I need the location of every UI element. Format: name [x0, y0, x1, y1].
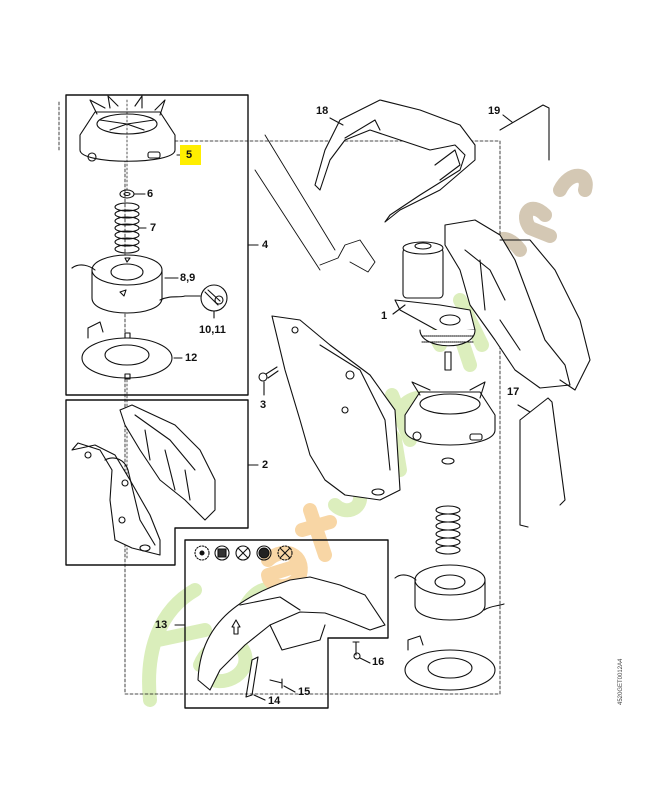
label-part-16[interactable]: 16 — [372, 656, 385, 668]
screw-part-3[interactable] — [258, 366, 279, 396]
highlight-part-5 — [180, 145, 201, 165]
label-part-18[interactable]: 18 — [316, 105, 329, 117]
safety-glasses-part-18[interactable] — [314, 99, 476, 223]
lower-shield-cover[interactable] — [271, 315, 401, 501]
blade-symbol-icon — [214, 545, 230, 561]
label-part-3[interactable]: 3 — [260, 399, 267, 411]
spring-part-7[interactable] — [114, 202, 147, 254]
line-limiter-part-14[interactable] — [245, 656, 266, 701]
deflector-guard-part-13[interactable] — [197, 576, 386, 691]
label-part-5[interactable]: 5 — [186, 149, 193, 161]
filled-disc-icon — [256, 545, 272, 561]
label-part-14[interactable]: 14 — [268, 695, 281, 707]
screw-part-15[interactable] — [269, 678, 296, 693]
hex-key-part-19[interactable] — [499, 104, 550, 161]
label-part-15[interactable]: 15 — [298, 686, 311, 698]
retaining-ring-part-6[interactable] — [119, 189, 146, 199]
label-part-13[interactable]: 13 — [155, 619, 168, 631]
symbol-row — [194, 545, 293, 561]
assembly-outline-dashed — [124, 140, 501, 695]
group-box-13 — [184, 539, 389, 709]
label-part-10-11[interactable]: 10,11 — [199, 324, 226, 336]
disc-symbol-icon — [194, 545, 210, 561]
label-part-6[interactable]: 6 — [147, 188, 154, 200]
crossed-blade-icon — [277, 545, 293, 561]
group-box-2 — [65, 399, 249, 566]
label-part-12[interactable]: 12 — [185, 352, 198, 364]
screw-part-16[interactable] — [352, 641, 371, 664]
label-part-17[interactable]: 17 — [507, 386, 520, 398]
label-part-7[interactable]: 7 — [150, 222, 157, 234]
label-part-2[interactable]: 2 — [262, 459, 269, 471]
label-part-8-9[interactable]: 8,9 — [180, 272, 196, 284]
spool-housing-part-12[interactable] — [81, 321, 183, 561]
label-part-1[interactable]: 1 — [381, 310, 388, 322]
line-spool-part-8-9[interactable] — [71, 254, 201, 314]
upper-housing-shell[interactable] — [444, 219, 591, 391]
housing-halves-part-2[interactable] — [71, 404, 216, 556]
spacer-bracket-part-17[interactable] — [517, 397, 566, 528]
motor-gear-unit-part-1[interactable] — [392, 241, 476, 371]
crossed-tool-icon — [235, 545, 251, 561]
label-part-19[interactable]: 19 — [488, 105, 501, 117]
spool-cover-part-5[interactable] — [79, 95, 184, 191]
trimmer-line-part-10-11[interactable] — [200, 284, 228, 319]
shaft-tube — [254, 134, 376, 273]
label-part-4[interactable]: 4 — [262, 239, 269, 251]
spool-cover-right — [394, 381, 505, 691]
document-id: 4520GET0012A4 — [618, 658, 624, 705]
